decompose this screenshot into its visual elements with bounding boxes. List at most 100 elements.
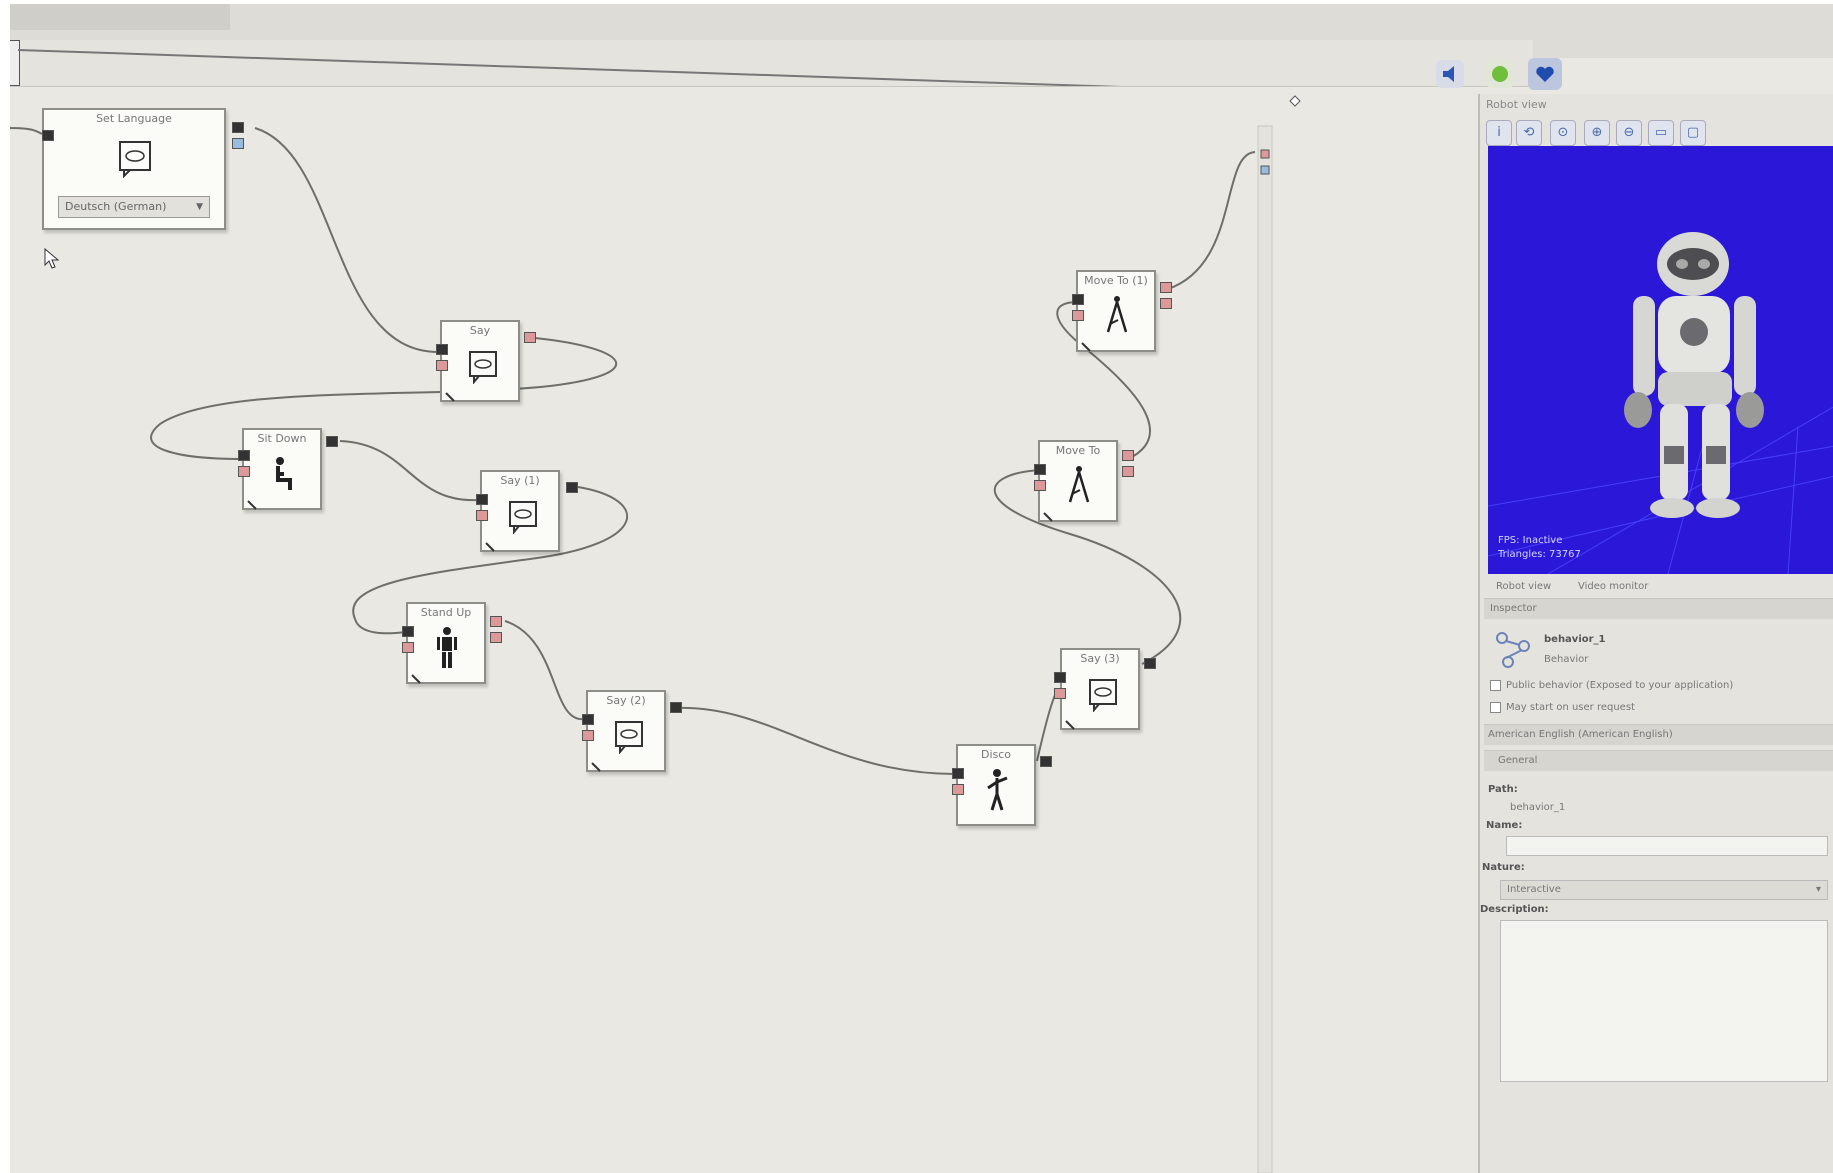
standing-robot-icon xyxy=(434,626,460,674)
tab-video-monitor[interactable]: Video monitor xyxy=(1578,581,1649,592)
robot-status-icon[interactable] xyxy=(1480,54,1520,94)
wire-move-to-move-to-1 xyxy=(1056,301,1151,460)
box-input-port[interactable] xyxy=(436,344,448,355)
box-move-to[interactable]: Move To xyxy=(1038,440,1118,522)
box-say-1[interactable]: Say (1) xyxy=(480,470,560,552)
box-input-port[interactable] xyxy=(582,730,594,741)
user-request-label: May start on user request xyxy=(1506,702,1635,713)
box-disco[interactable]: Disco xyxy=(956,744,1036,826)
box-output-port[interactable] xyxy=(670,702,682,713)
box-input-port[interactable] xyxy=(582,714,594,725)
box-input-port[interactable] xyxy=(238,466,250,477)
frame-tool-button[interactable]: ▭ xyxy=(1648,120,1674,146)
render-stats: FPS: Inactive Triangles: 73767 xyxy=(1498,534,1581,562)
sitting-figure-icon xyxy=(268,456,298,496)
reset-tool-button[interactable]: ▢ xyxy=(1680,120,1706,146)
box-output-port[interactable] xyxy=(232,138,244,149)
box-input-port[interactable] xyxy=(1072,310,1084,321)
inspector-header: Inspector xyxy=(1484,598,1833,619)
output-port-blue xyxy=(1260,165,1270,175)
public-behavior-checkbox[interactable] xyxy=(1490,680,1501,691)
box-output-port[interactable] xyxy=(1144,658,1156,669)
name-field[interactable] xyxy=(1506,836,1828,856)
wires-layer xyxy=(10,95,1301,1173)
box-input-port[interactable] xyxy=(1054,688,1066,699)
box-input-port[interactable] xyxy=(402,642,414,653)
box-output-port[interactable] xyxy=(566,482,578,493)
panel-header: Robot view xyxy=(1486,98,1547,111)
box-stand-up[interactable]: Stand Up xyxy=(406,602,486,684)
triangles-readout: Triangles: 73767 xyxy=(1498,549,1581,560)
dancing-figure-icon xyxy=(982,768,1012,816)
box-output-port[interactable] xyxy=(524,332,536,343)
output-rail xyxy=(1257,125,1273,1173)
description-field[interactable] xyxy=(1500,920,1828,1082)
robot-3d-scene xyxy=(1488,232,1833,574)
toolbar-tab[interactable] xyxy=(10,4,230,30)
box-resize-icon xyxy=(1080,338,1094,352)
focus-tool-button[interactable]: ⊙ xyxy=(1550,120,1576,146)
box-resize-icon xyxy=(410,670,424,684)
nature-select[interactable]: Interactive ▾ xyxy=(1500,880,1828,900)
compass-icon xyxy=(1104,294,1130,342)
robot-3d-viewport[interactable]: FPS: Inactive Triangles: 73767 xyxy=(1488,146,1833,574)
box-input-port[interactable] xyxy=(476,510,488,521)
box-input-port[interactable] xyxy=(238,450,250,461)
user-request-checkbox[interactable] xyxy=(1490,702,1501,713)
box-say-3[interactable]: Say (3) xyxy=(1060,648,1140,730)
screen: Set Language Deutsch (German) ▼ Say Sit … xyxy=(10,4,1833,1173)
box-output-port[interactable] xyxy=(326,436,338,447)
language-select[interactable]: Deutsch (German) ▼ xyxy=(58,196,210,218)
box-input-port[interactable] xyxy=(1054,672,1066,683)
box-say[interactable]: Say xyxy=(440,320,520,402)
chevron-down-icon: ▾ xyxy=(1815,884,1821,895)
box-input-port[interactable] xyxy=(402,626,414,637)
zoom-out-tool-button[interactable]: ⊖ xyxy=(1616,120,1642,146)
language-select-value: Deutsch (German) xyxy=(65,200,167,213)
flow-diagram-canvas[interactable]: Set Language Deutsch (German) ▼ Say Sit … xyxy=(10,4,1480,1173)
rotate-tool-button[interactable]: ⟲ xyxy=(1516,120,1542,146)
behavior-name: behavior_1 xyxy=(1544,634,1606,645)
box-say-2[interactable]: Say (2) xyxy=(586,690,666,772)
box-output-port[interactable] xyxy=(232,122,244,133)
speech-bubble-icon xyxy=(1088,678,1118,716)
box-output-port[interactable] xyxy=(490,632,502,643)
box-output-port[interactable] xyxy=(1122,450,1134,461)
box-input-port[interactable] xyxy=(1034,464,1046,475)
language-dropdown-value: American English (American English) xyxy=(1488,729,1673,740)
box-input-port[interactable] xyxy=(1072,294,1084,305)
box-title: Disco xyxy=(980,748,1012,761)
box-input-port[interactable] xyxy=(476,494,488,505)
box-input-port[interactable] xyxy=(952,784,964,795)
box-output-port[interactable] xyxy=(1160,282,1172,293)
info-tool-button[interactable]: i xyxy=(1486,120,1512,146)
box-title: Sit Down xyxy=(257,432,307,445)
box-output-port[interactable] xyxy=(1040,756,1052,767)
heart-icon[interactable] xyxy=(1526,54,1566,94)
box-input-port[interactable] xyxy=(436,360,448,371)
tab-robot-view[interactable]: Robot view xyxy=(1496,581,1552,592)
box-title: Say (1) xyxy=(500,474,540,487)
box-input-port[interactable] xyxy=(952,768,964,779)
timeline-bar[interactable] xyxy=(10,40,1533,87)
volume-icon[interactable] xyxy=(1430,54,1470,94)
timeline-handle[interactable] xyxy=(10,40,20,86)
nature-label: Nature: xyxy=(1482,862,1525,873)
output-port xyxy=(1260,149,1270,159)
public-behavior-label: Public behavior (Exposed to your applica… xyxy=(1506,680,1734,691)
box-set-language[interactable]: Set Language Deutsch (German) ▼ xyxy=(42,108,226,230)
timeline-end-marker xyxy=(1289,95,1301,107)
box-output-port[interactable] xyxy=(1160,298,1172,309)
zoom-in-tool-button[interactable]: ⊕ xyxy=(1584,120,1610,146)
language-dropdown[interactable]: American English (American English) xyxy=(1484,724,1833,745)
speech-bubble-icon xyxy=(614,720,644,758)
box-input-port[interactable] xyxy=(1034,480,1046,491)
behavior-icon xyxy=(1494,630,1534,674)
box-input-port[interactable] xyxy=(42,130,54,141)
box-title: Stand Up xyxy=(420,606,472,619)
box-sit-down[interactable]: Sit Down xyxy=(242,428,322,510)
general-section-header[interactable]: General xyxy=(1484,750,1833,771)
box-move-to-1[interactable]: Move To (1) xyxy=(1076,270,1156,352)
box-output-port[interactable] xyxy=(490,616,502,627)
box-output-port[interactable] xyxy=(1122,466,1134,477)
